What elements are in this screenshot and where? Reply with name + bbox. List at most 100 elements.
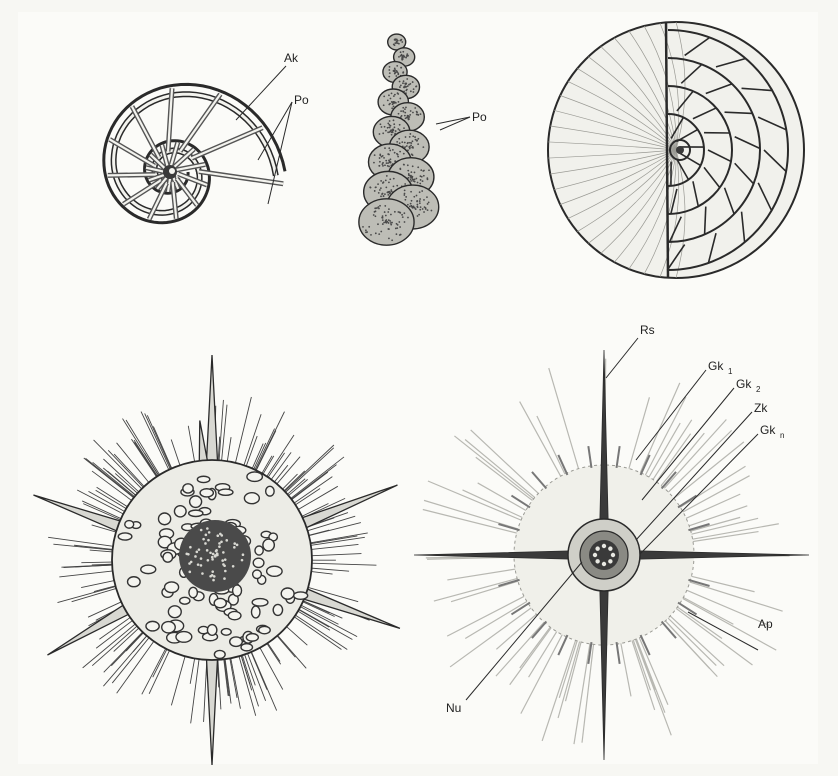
capsule-pore [216,534,219,537]
stipple-dot [391,134,393,136]
stipple-dot [394,39,396,41]
stipple-dot [393,178,395,180]
stipple-dot [394,42,396,44]
stipple-dot [402,107,404,109]
stipple-dot [403,127,405,129]
stipple-dot [416,114,418,116]
stipple-dot [407,217,409,219]
stipple-dot [417,215,419,217]
capsule-pore [209,575,212,578]
stipple-dot [410,180,412,182]
label-nu-text: Nu [446,701,461,715]
label-gkn-sub: n [780,431,784,440]
stipple-dot [390,98,392,100]
lattice-pore [197,476,209,482]
stipple-dot [407,164,409,166]
stipple-dot [397,154,399,156]
stipple-dot [412,165,414,167]
stipple-dot [388,94,390,96]
stipple-dot [382,165,384,167]
stipple-dot [381,163,383,165]
stipple-dot [413,205,415,207]
stipple-dot [396,141,398,143]
stipple-dot [410,90,412,92]
stipple-dot [384,164,386,166]
stipple-dot [399,168,401,170]
stipple-dot [396,70,398,72]
stipple-dot [387,162,389,164]
stipple-dot [419,200,421,202]
stipple-dot [419,198,421,200]
stipple-dot [425,208,427,210]
stipple-dot [389,66,391,68]
lattice-pore [190,496,202,508]
stipple-dot [422,146,424,148]
stipple-dot [413,179,415,181]
capsule-pore [233,546,236,549]
stipple-dot [393,185,395,187]
stipple-dot [410,178,412,180]
stipple-dot [403,194,405,196]
stipple-dot [362,226,364,228]
stipple-dot [388,147,390,149]
lattice-pore [241,644,252,651]
capsule-pore [205,534,208,537]
stipple-dot [400,67,402,69]
stipple-dot [427,203,429,205]
stipple-dot [411,153,413,155]
lattice-pore [253,570,262,579]
stipple-dot [417,166,419,168]
capsule-pore [233,542,236,545]
capsule-pore [212,579,215,582]
capsule-pore [198,548,201,551]
lattice-pore [253,558,264,567]
stipple-dot [382,155,384,157]
stipple-dot [389,127,391,129]
stipple-dot [415,178,417,180]
capsule-pore [196,551,199,554]
lattice-pore [218,489,233,495]
stipple-dot [409,114,411,116]
stipple-dot [400,110,402,112]
stipple-dot [419,202,421,204]
stipple-dot [394,73,396,75]
stipple-dot [392,149,394,151]
stipple-dot [389,131,391,133]
nucleus-granule [608,559,612,563]
stipple-dot [410,110,412,112]
stipple-dot [414,136,416,138]
lattice-pore [259,626,271,633]
stipple-dot [384,205,386,207]
stipple-dot [382,223,384,225]
stipple-dot [406,55,408,57]
stipple-dot [389,120,391,122]
label-rs-text: Rs [640,323,655,337]
nucleus-granule [595,559,599,563]
stipple-dot [390,222,392,224]
capsule-pore [194,555,197,558]
capsule-pore [223,564,226,567]
stipple-dot [406,89,408,91]
stipple-dot [378,233,380,235]
stipple-dot [405,117,407,119]
lattice-pore [294,592,308,599]
stipple-dot [431,210,433,212]
stipple-dot [410,171,412,173]
stipple-dot [410,203,412,205]
stipple-dot [407,115,409,117]
stipple-dot [407,85,409,87]
stipple-dot [412,135,414,137]
stipple-dot [397,211,399,213]
stipple-dot [387,99,389,101]
stipple-dot [404,142,406,144]
stipple-dot [379,189,381,191]
stipple-dot [378,192,380,194]
stipple-dot [414,172,416,174]
lattice-pore [189,510,203,516]
stipple-dot [394,211,396,213]
stipple-dot [393,95,395,97]
stipple-dot [412,140,414,142]
stipple-dot [380,187,382,189]
stipple-dot [379,157,381,159]
stipple-dot [401,141,403,143]
